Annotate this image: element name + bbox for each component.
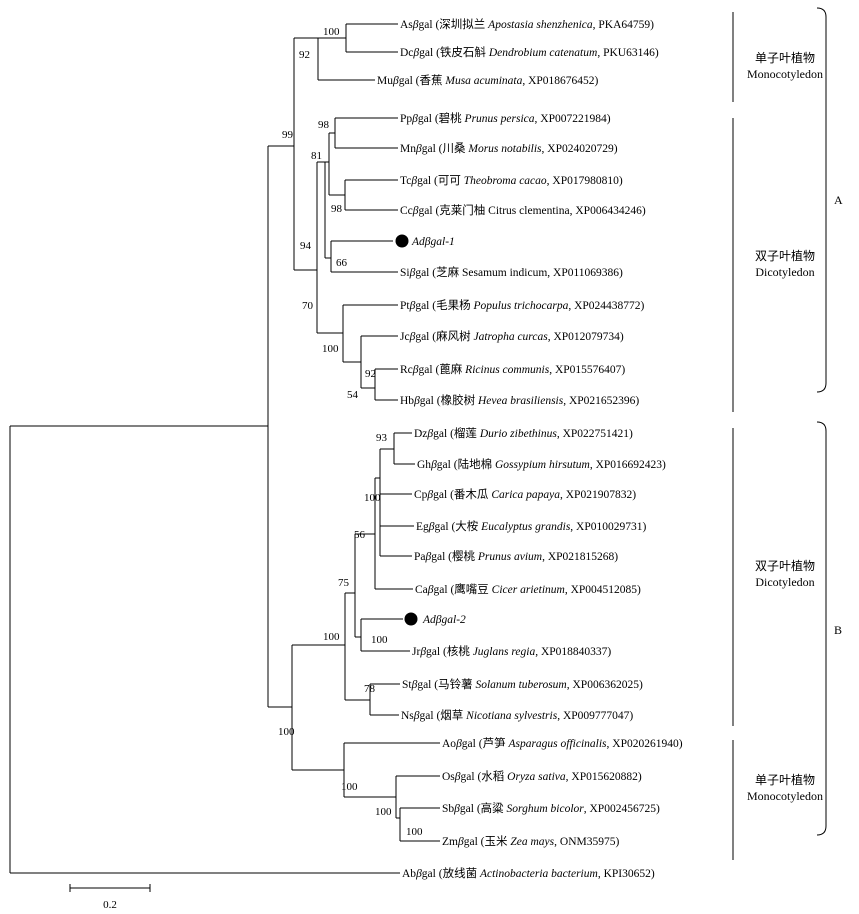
taxon-label: Abβgal (放线菌 Actinobacteria bacterium, KP… [402,866,655,880]
bootstrap-value: 81 [311,150,322,162]
branch-ad1-si [330,240,398,273]
taxon-label: Jcβgal (麻风树 Jatropha curcas, XP012079734… [400,329,624,343]
bootstrap-value: 66 [336,257,348,269]
branch-pt-group [342,304,398,389]
branch-node-396 [395,775,440,819]
bootstrap-value: 70 [302,300,314,312]
branch-node-345 [344,592,370,701]
bootstrap-value: 100 [371,634,388,646]
taxon-label: Siβgal (芝麻 Sesamum indicum, XP011069386) [400,265,623,279]
taxon-label: Rcβgal (蓖麻 Ricinus communis, XP015576407… [400,362,625,376]
branch-dz-gh [393,432,415,465]
branch-dico-a [316,161,343,334]
clade-brackets: A B [816,7,843,836]
branch-tc-cc [344,179,398,211]
taxon-label: Caβgal (鹰嘴豆 Cicer arietinum, XP004512085… [415,582,641,596]
bootstrap-value: 100 [323,26,340,38]
bootstrap-value: 100 [323,631,340,643]
branch-ad2-jr [360,618,410,652]
clade-bracket-b [816,421,827,836]
branch-rc-hb [374,368,398,401]
clade-label-b: B [834,623,842,637]
bootstrap-value: 98 [331,203,343,215]
group-label-mono-a-cn: 单子叶植物 [755,50,815,65]
taxon-label: Sbβgal (高粱 Sorghum bicolor, XP002456725) [442,801,660,815]
taxon-label: Mnβgal (川桑 Morus notabilis, XP024020729) [400,142,618,155]
taxon-labels: Asβgal (深圳拟兰 Apostasia shenzhenica, PKA6… [377,17,683,880]
clade-label-a: A [834,193,843,207]
branch-node-355 [354,533,375,638]
query-marker-ad2 [404,612,418,626]
branch-clade-a [293,37,318,271]
scale-bar-label: 0.2 [103,899,117,911]
bootstrap-value: 100 [322,343,339,355]
branch-mono-b [343,742,440,798]
branch-node-380 [379,448,414,557]
bootstrap-value: 92 [299,49,310,61]
bootstrap-value: 78 [364,683,376,695]
bootstrap-values: 100 92 98 81 98 66 94 70 100 54 92 99 93… [278,26,423,838]
bootstrap-value: 99 [282,129,294,141]
taxon-label: Muβgal (香蕉 Musa acuminata, XP018676452) [377,74,599,87]
branch-ingroup [267,145,294,708]
branch-clade-b [291,644,345,771]
branch-root [9,425,400,874]
scale-bar-line [69,884,151,892]
taxon-label: Dzβgal (榴莲 Durio zibethinus, XP022751421… [414,426,633,440]
branch-node-375 [374,477,413,590]
taxon-label: Tcβgal (可可 Theobroma cacao, XP017980810) [400,175,623,187]
scale-bar: 0.2 [69,884,151,911]
branch-sb-zm [399,807,440,842]
group-label-dico-a-en: Dicotyledon [755,265,814,279]
bootstrap-value: 93 [376,432,388,444]
clade-bracket-a [816,7,827,393]
bootstrap-value: 98 [318,119,330,131]
taxon-label: Jrβgal (核桃 Juglans regia, XP018840337) [412,644,611,658]
taxon-label: Asβgal (深圳拟兰 Apostasia shenzhenica, PKA6… [400,17,654,31]
taxon-label: Hbβgal (橡胶树 Hevea brasiliensis, XP021652… [400,393,639,407]
taxon-label: Dcβgal (铁皮石斛 Dendrobium catenatum, PKU63… [400,45,659,59]
bootstrap-value: 100 [375,806,392,818]
group-label-mono-a-en: Monocotyledon [747,67,823,81]
bootstrap-value: 100 [341,781,358,793]
taxon-label: Ghβgal (陆地棉 Gossypium hirsutum, XP016692… [417,457,666,471]
branch-mono-a [317,23,398,81]
query-marker-ad1 [395,234,409,248]
branch-pp-mn [328,117,398,196]
taxon-label: Ccβgal (克莱门柚 Citrus clementina, XP006434… [400,203,646,217]
bootstrap-value: 92 [365,368,376,380]
bootstrap-value: 100 [278,726,295,738]
bootstrap-value: 75 [338,577,350,589]
taxon-label: Adβgal-1 [411,236,455,248]
group-label-dico-b-cn: 双子叶植物 [755,558,815,573]
taxon-label: Paβgal (樱桃 Prunus avium, XP021815268) [414,549,618,563]
group-label-dico-a-cn: 双子叶植物 [755,248,815,263]
bootstrap-value: 94 [300,240,312,252]
taxon-label: Ppβgal (碧桃 Prunus persica, XP007221984) [400,111,611,125]
branch-st-ns [369,683,400,716]
taxon-label: Nsβgal (烟草 Nicotiana sylvestris, XP00977… [401,708,633,722]
bootstrap-value: 100 [406,826,423,838]
taxon-label: Osβgal (水稻 Oryza sativa, XP015620882) [442,770,642,783]
group-label-mono-b-en: Monocotyledon [747,789,823,803]
branch-node-325 [324,161,331,259]
bootstrap-value: 54 [347,389,359,401]
bootstrap-value: 56 [354,529,366,541]
group-label-dico-b-en: Dicotyledon [755,575,814,589]
group-label-mono-b-cn: 单子叶植物 [755,772,815,787]
taxon-label: Egβgal (大桉 Eucalyptus grandis, XP0100297… [416,519,646,533]
taxon-label: Aoβgal (芦笋 Asparagus officinalis, XP0202… [442,736,683,750]
tree-branches [9,23,440,874]
taxon-label: Zmβgal (玉米 Zea mays, ONM35975) [442,835,619,848]
group-annotations: 单子叶植物 Monocotyledon 双子叶植物 Dicotyledon 双子… [732,12,823,860]
taxon-label: Ptβgal (毛果杨 Populus trichocarpa, XP02443… [400,298,645,312]
taxon-label: Stβgal (马铃薯 Solanum tuberosum, XP0063620… [402,677,643,691]
taxon-label: Cpβgal (番木瓜 Carica papaya, XP021907832) [414,488,636,501]
bootstrap-value: 100 [364,492,381,504]
taxon-label: Adβgal-2 [422,614,466,626]
